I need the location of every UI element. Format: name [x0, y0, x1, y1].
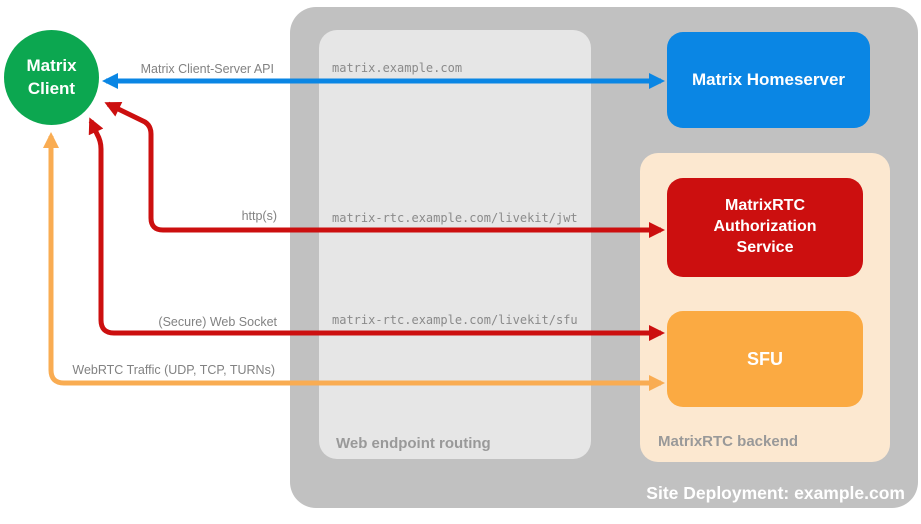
- webrtc-traffic-arrow-label: WebRTC Traffic (UDP, TCP, TURNs): [72, 363, 275, 377]
- endpoint-matrix-example-com: matrix.example.com: [332, 61, 463, 75]
- client-server-api-arrow-label: Matrix Client-Server API: [140, 62, 274, 76]
- web-endpoint-routing-container: Web endpoint routing: [319, 30, 591, 459]
- endpoint-livekit-jwt: matrix-rtc.example.com/livekit/jwt: [332, 211, 578, 225]
- matrix-homeserver-node: Matrix Homeserver: [667, 32, 870, 128]
- matrix-client-node: Matrix Client: [4, 30, 99, 125]
- websocket-arrow-label: (Secure) Web Socket: [158, 315, 277, 329]
- matrix-client-label: Matrix Client: [26, 55, 77, 98]
- sfu-node: SFU: [667, 311, 863, 407]
- sfu-label: SFU: [747, 348, 783, 369]
- https-arrow-label: http(s): [241, 209, 277, 223]
- matrix-homeserver-label: Matrix Homeserver: [691, 70, 846, 89]
- site-deployment-label: Site Deployment: example.com: [646, 483, 905, 503]
- web-endpoint-routing-label: Web endpoint routing: [336, 435, 491, 452]
- matrixrtc-backend-label: MatrixRTC backend: [658, 433, 799, 450]
- endpoint-livekit-sfu: matrix-rtc.example.com/livekit/sfu: [332, 313, 578, 327]
- matrixrtc-authorization-service-label: MatrixRTC Authorization Service: [713, 197, 817, 256]
- matrixrtc-authorization-service-node: MatrixRTC Authorization Service: [667, 178, 863, 277]
